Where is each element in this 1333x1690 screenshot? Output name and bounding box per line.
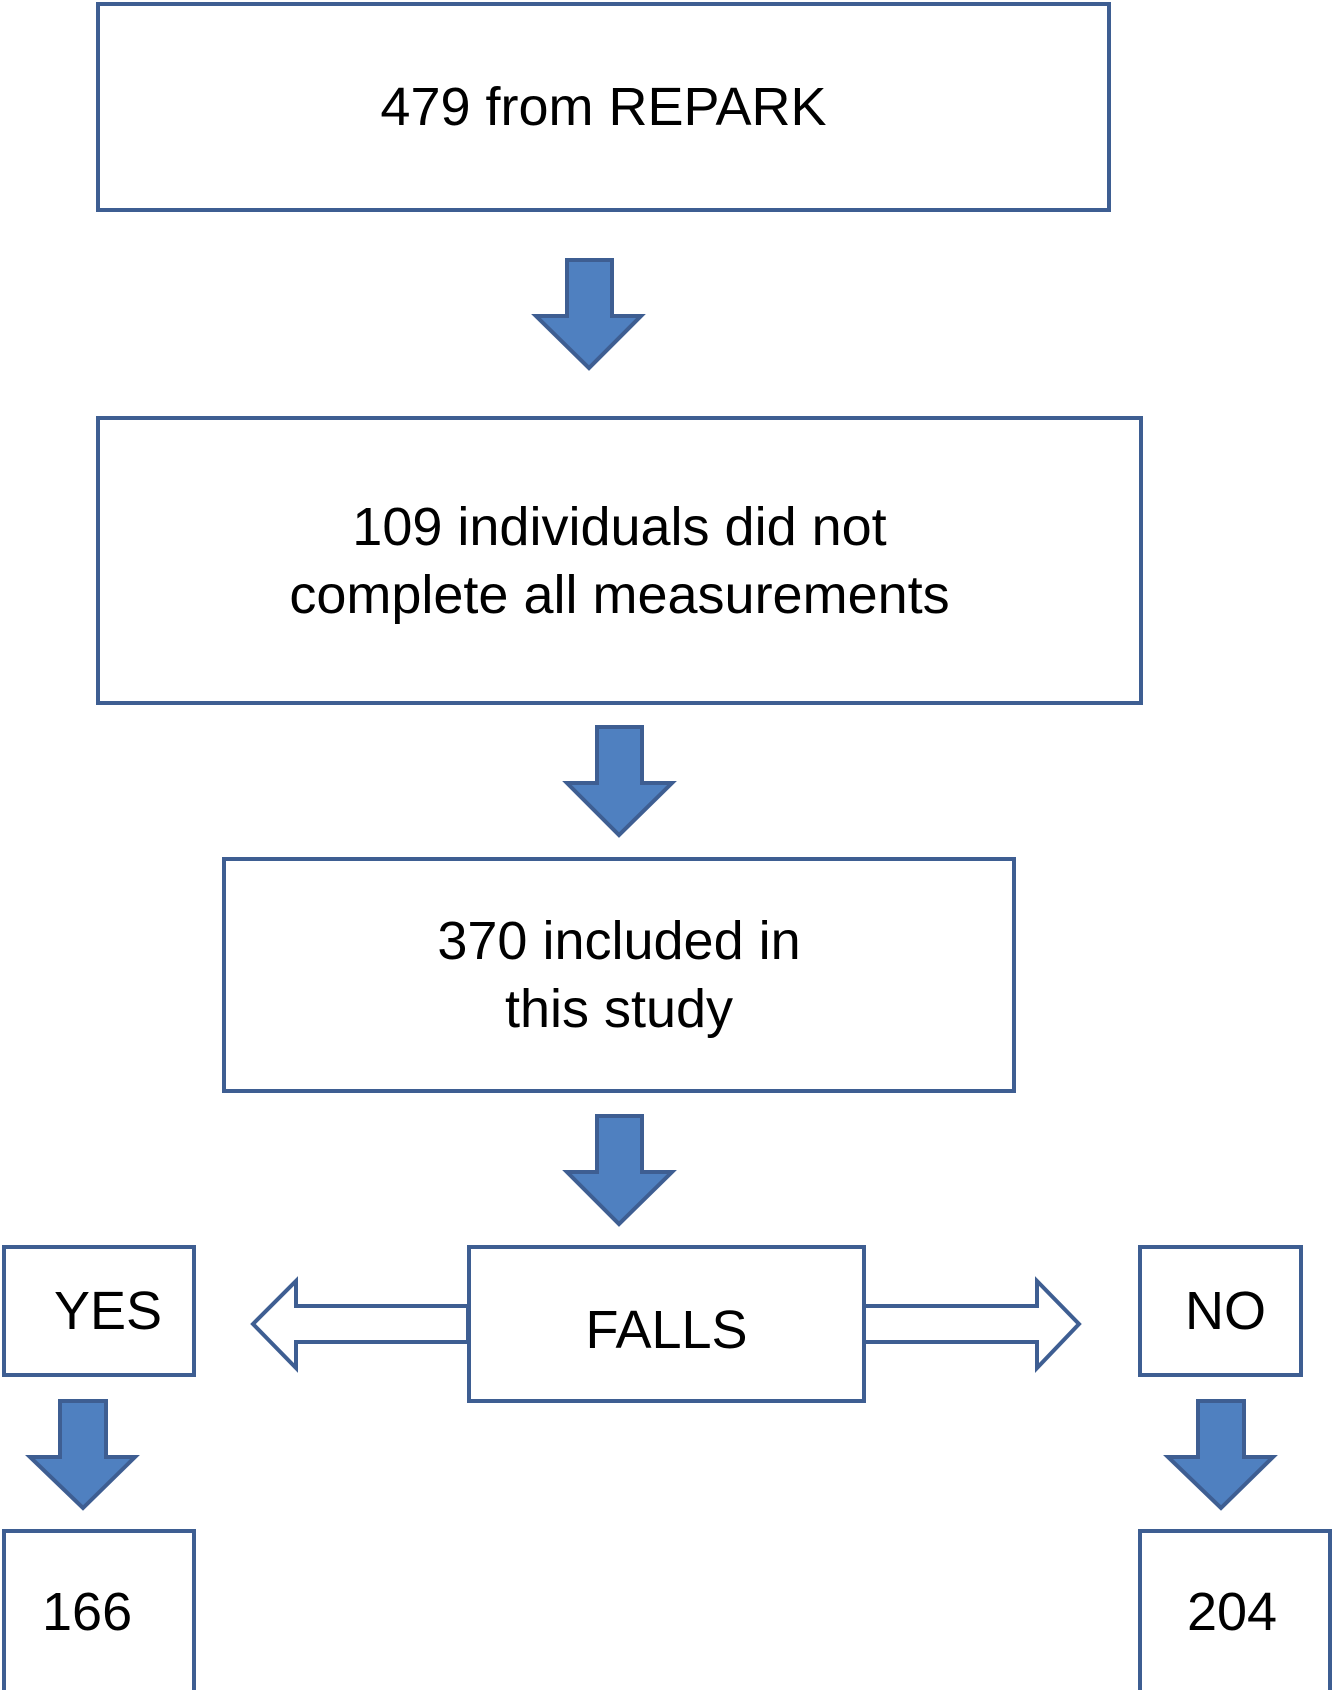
falls-box-text: FALLS [585,1300,748,1360]
no-count-text: 204 [1186,1581,1278,1642]
excluded-box-line1: 109 individuals did not [352,496,887,557]
excluded-box-text: 109 individuals did not complete all mea… [289,493,949,629]
excluded-box: 109 individuals did not complete all mea… [96,416,1143,705]
yes-count-text: 166 [42,1581,133,1642]
down-arrow-3 [562,1114,677,1227]
down-arrow-no [1163,1399,1278,1511]
no-box: NO [1138,1245,1303,1377]
excluded-box-line2: complete all measurements [289,564,950,625]
left-hollow-arrow [250,1276,470,1373]
right-hollow-arrow [861,1276,1082,1373]
included-box-line1: 370 included in [437,911,801,971]
yes-box: YES [2,1245,196,1377]
no-box-text: NO [1185,1281,1266,1341]
falls-box: FALLS [467,1245,866,1403]
included-box-line2: this study [504,979,734,1039]
included-box-text: 370 included in this study [437,907,800,1043]
down-arrow-yes [25,1399,140,1511]
included-box: 370 included in this study [222,857,1016,1093]
source-box: 479 from REPARK [96,2,1111,212]
yes-count-box: 166 [2,1529,196,1690]
source-box-text: 479 from REPARK [380,77,827,137]
down-arrow-1 [531,258,646,371]
yes-box-text: YES [53,1281,163,1341]
no-count-box: 204 [1138,1529,1332,1690]
down-arrow-2 [562,725,677,838]
